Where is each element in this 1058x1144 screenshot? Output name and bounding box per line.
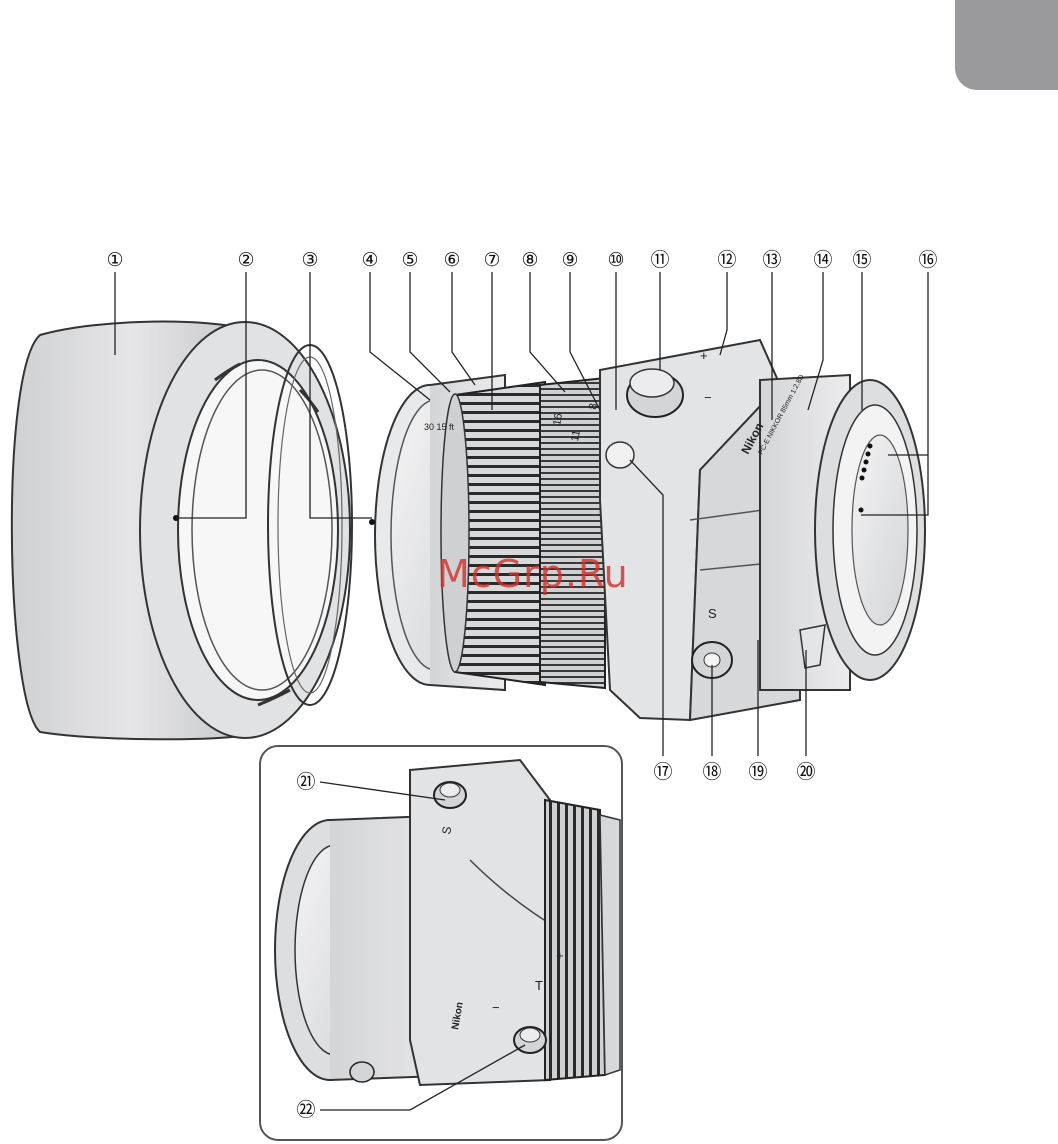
lens-release-button[interactable]	[606, 442, 634, 468]
callout-10: ⑩	[607, 250, 624, 271]
callout-18: ⑱	[702, 761, 721, 783]
callout-2: ②	[237, 250, 254, 271]
callout-16: ⑯	[918, 249, 937, 271]
inset-tilt-label: T	[535, 978, 543, 993]
callout-3: ③	[301, 250, 318, 271]
aperture-ring[interactable]: 16 11 8	[540, 378, 605, 688]
callout-17: ⑰	[653, 761, 672, 783]
callout-8: ⑧	[521, 250, 538, 271]
callout-21: ㉑	[296, 771, 315, 793]
inset-minus: −	[492, 1000, 500, 1015]
aperture-scale-16: 16	[551, 412, 565, 426]
callout-7: ⑦	[483, 250, 500, 271]
callouts-bottom: ⑰ ⑱ ⑲ ⑳	[653, 761, 815, 783]
inset-plus: +	[556, 948, 564, 963]
callout-14: ⑭	[813, 249, 832, 271]
callout-1: ①	[106, 250, 123, 271]
inset-panel: S T + − Nikon	[260, 746, 622, 1140]
callout-5: ⑤	[401, 250, 418, 271]
callout-15: ⑮	[852, 249, 871, 271]
callout-4: ④	[361, 250, 378, 271]
tilt-scale-plus: +	[700, 348, 708, 363]
callout-6: ⑥	[443, 250, 460, 271]
callout-12: ⑫	[717, 249, 736, 271]
callout-13: ⑬	[762, 249, 781, 271]
callout-19: ⑲	[748, 761, 767, 783]
callouts-top: ① ② ③ ④ ⑤ ⑥ ⑦ ⑧ ⑨ ⑩ ⑪ ⑫ ⑬ ⑭ ⑮ ⑯	[106, 249, 937, 271]
callout-9: ⑨	[561, 250, 578, 271]
aperture-scale-11: 11	[569, 429, 583, 442]
shift-scale: S	[708, 606, 717, 621]
callout-20: ⑳	[796, 761, 815, 783]
inset-shift-lock-knob[interactable]	[434, 782, 466, 808]
focus-ring[interactable]	[441, 382, 545, 685]
watermark: McGrp.Ru	[437, 552, 629, 596]
distance-scale: 30 15 ft	[424, 422, 455, 432]
callout-11: ⑪	[650, 249, 669, 271]
callout-22: ㉒	[296, 1099, 315, 1121]
rear-mount	[760, 375, 925, 690]
tilt-scale-minus: −	[704, 390, 712, 405]
lens-hood	[12, 322, 350, 740]
shift-scale-label: S	[708, 606, 717, 621]
